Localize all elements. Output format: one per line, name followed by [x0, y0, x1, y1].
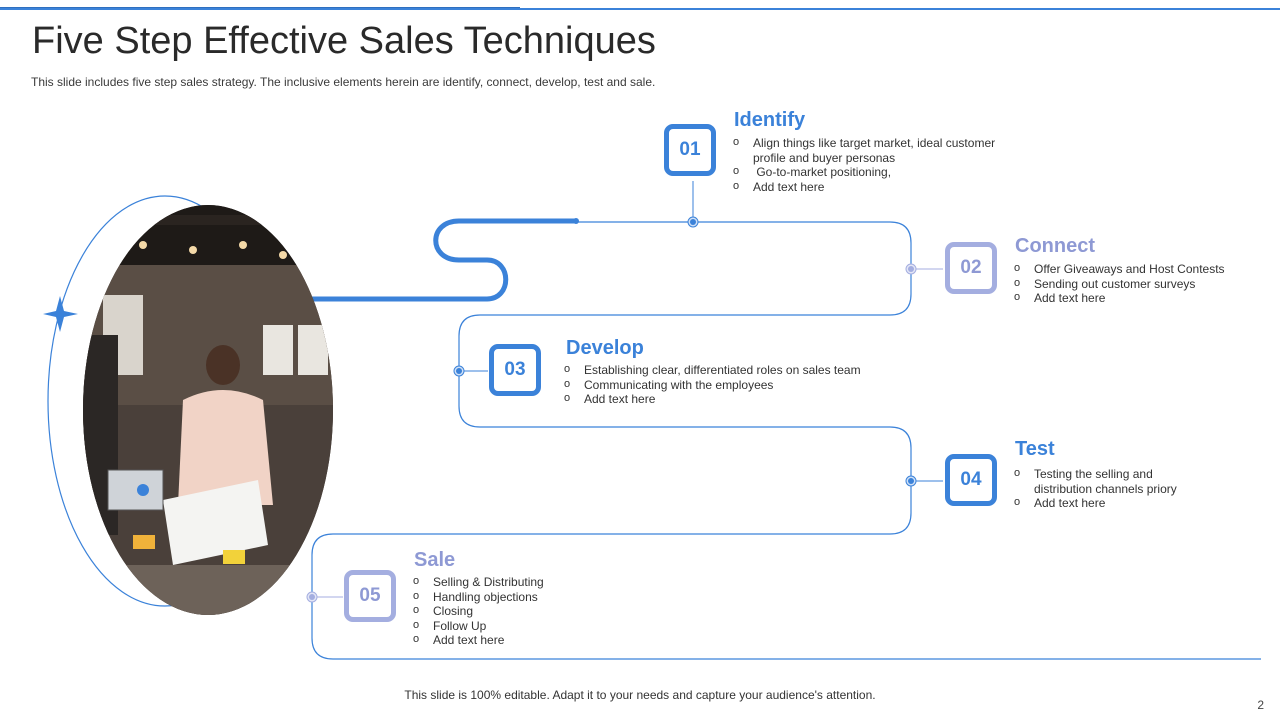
- list-item: Add text here: [733, 179, 1008, 195]
- list-item: Establishing clear, differentiated roles…: [564, 362, 884, 378]
- list-item: Add text here: [1014, 290, 1264, 306]
- top-rule: [0, 8, 1280, 10]
- page-subtitle: This slide includes five step sales stra…: [31, 75, 656, 89]
- footer-note: This slide is 100% editable. Adapt it to…: [404, 688, 876, 702]
- list-item: Align things like target market, ideal c…: [733, 135, 1008, 165]
- step-04-bullets: Testing the selling and distribution cha…: [1014, 466, 1194, 511]
- step-04-number: 04: [960, 469, 982, 490]
- list-item: Selling & Distributing: [413, 574, 613, 590]
- step-05-bullets: Selling & Distributing Handling objectio…: [413, 574, 613, 648]
- step-03-title: Develop: [566, 337, 644, 359]
- step-04-number-box: 04: [945, 454, 997, 506]
- list-item: Communicating with the employees: [564, 377, 884, 393]
- step-03-bullets: Establishing clear, differentiated roles…: [564, 362, 884, 407]
- step-02-bullets: Offer Giveaways and Host Contests Sendin…: [1014, 261, 1264, 306]
- s-curve-connector: [309, 218, 579, 302]
- step-03-number-box: 03: [489, 344, 541, 396]
- list-item: Go-to-market positioning,: [733, 164, 1008, 180]
- step-04-title: Test: [1015, 438, 1055, 460]
- step-02-number: 02: [960, 257, 982, 278]
- step-03-number: 03: [504, 359, 526, 380]
- sparkle-icon: [43, 296, 78, 332]
- step-05-title: Sale: [414, 549, 456, 571]
- list-item: Handling objections: [413, 589, 613, 605]
- page-number: 2: [1257, 698, 1264, 712]
- list-item: Add text here: [1014, 495, 1194, 511]
- step-01-title: Identify: [734, 109, 806, 131]
- node-start: [573, 218, 579, 224]
- step-05-number-box: 05: [344, 570, 396, 622]
- step-01-bullets: Align things like target market, ideal c…: [733, 135, 1008, 195]
- list-item: Follow Up: [413, 618, 613, 634]
- team-photo: [83, 205, 333, 615]
- step-01-number-box: 01: [664, 124, 716, 176]
- list-item: Add text here: [413, 632, 613, 648]
- page-title: Five Step Effective Sales Techniques: [32, 20, 656, 62]
- step-02-number-box: 02: [945, 242, 997, 294]
- list-item: Sending out customer surveys: [1014, 276, 1264, 292]
- list-item: Testing the selling and distribution cha…: [1014, 466, 1194, 496]
- step-05-number: 05: [359, 585, 381, 606]
- serpentine-path: [311, 221, 1261, 660]
- list-item: Closing: [413, 603, 613, 619]
- step-02-title: Connect: [1015, 235, 1095, 257]
- step-01-number: 01: [679, 139, 701, 160]
- list-item: Offer Giveaways and Host Contests: [1014, 261, 1264, 277]
- list-item: Add text here: [564, 391, 884, 407]
